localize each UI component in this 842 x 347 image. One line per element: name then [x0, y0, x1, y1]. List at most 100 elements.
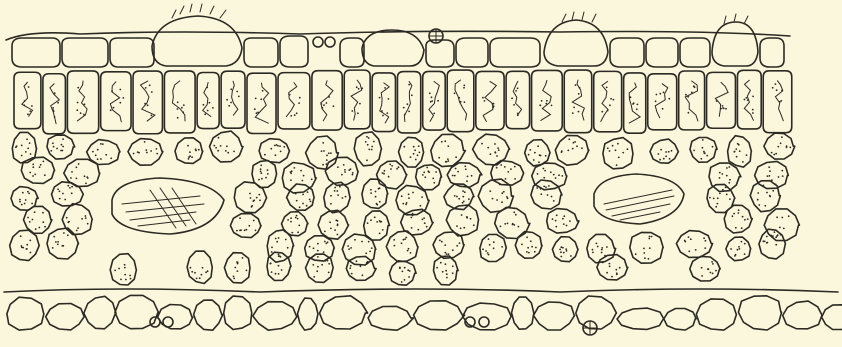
chloroplast-dot [426, 226, 428, 228]
chloroplast-dot [440, 262, 442, 264]
chloroplast-dot [278, 237, 280, 239]
chloroplast-dot [767, 242, 769, 244]
chloroplast-dot [341, 174, 343, 176]
chloroplast-dot [156, 148, 158, 150]
chloroplast-dot [296, 215, 298, 217]
chloroplast-dot [741, 241, 743, 243]
chloroplast-dot [62, 150, 64, 152]
chloroplast-dot [404, 279, 406, 281]
chloroplast-dot [420, 205, 422, 207]
chloroplast-dot [382, 172, 384, 174]
chloroplast-dot [278, 265, 280, 267]
chloroplast-dot [156, 153, 158, 155]
chloroplast-dot [285, 239, 287, 241]
chloroplast-dot [182, 111, 184, 113]
chloroplast-dot [555, 226, 557, 228]
chloroplast-dot [513, 211, 515, 213]
chloroplast-dot [777, 146, 779, 148]
chloroplast-dot [35, 228, 37, 230]
chloroplast-dot [110, 109, 112, 111]
chloroplast-dot [204, 113, 206, 115]
chloroplast-dot [421, 196, 423, 198]
chloroplast-dot [468, 198, 470, 200]
chloroplast-dot [629, 96, 631, 98]
chloroplast-dot [730, 248, 732, 250]
chloroplast-dot [61, 144, 63, 146]
chloroplast-dot [261, 178, 263, 180]
chloroplast-dot [573, 142, 575, 144]
chloroplast-dot [302, 194, 304, 196]
chloroplast-dot [735, 148, 737, 150]
chloroplast-dot [735, 227, 737, 229]
chloroplast-dot [637, 104, 639, 106]
chloroplast-dot [25, 151, 27, 153]
chloroplast-dot [464, 191, 466, 193]
chloroplast-dot [206, 87, 208, 89]
chloroplast-dot [290, 221, 292, 223]
chloroplast-dot [715, 270, 717, 272]
chloroplast-dot [59, 198, 61, 200]
chloroplast-dot [298, 102, 300, 104]
chloroplast-dot [15, 146, 17, 148]
chloroplast-dot [379, 220, 381, 222]
chloroplast-dot [384, 87, 386, 89]
chloroplast-dot [77, 227, 79, 229]
chloroplast-dot [456, 225, 458, 227]
chloroplast-dot [774, 231, 776, 233]
chloroplast-dot [189, 151, 191, 153]
chloroplast-dot [643, 248, 645, 250]
chloroplast-dot [702, 147, 704, 149]
chloroplast-dot [339, 186, 341, 188]
chloroplast-dot [151, 115, 153, 117]
chloroplast-dot [413, 153, 415, 155]
chloroplast-dot [187, 145, 189, 147]
chloroplast-dot [360, 265, 362, 267]
chloroplast-dot [181, 107, 183, 109]
spongy-cell [362, 179, 388, 208]
chloroplast-dot [431, 100, 433, 102]
chloroplast-dot [310, 201, 312, 203]
chloroplast-dot [396, 168, 398, 170]
chloroplast-dot [786, 145, 788, 147]
chloroplast-dot [344, 169, 346, 171]
chloroplast-dot [233, 278, 235, 280]
epidermis-cell-large [712, 22, 758, 66]
chloroplast-dot [42, 212, 44, 214]
chloroplast-dot [84, 103, 86, 105]
chloroplast-dot [563, 223, 565, 225]
chloroplast-dot [417, 154, 419, 156]
chloroplast-dot [738, 246, 740, 248]
spongy-cell [726, 237, 751, 261]
chloroplast-dot [419, 152, 421, 154]
chloroplast-dot [423, 217, 425, 219]
chloroplast-dot [433, 182, 435, 184]
chloroplast-dot [25, 199, 27, 201]
chloroplast-dot [463, 87, 465, 89]
chloroplast-dot [445, 263, 447, 265]
chloroplast-dot [296, 200, 298, 202]
epidermis-cell [62, 38, 108, 67]
chloroplast-dot [412, 192, 414, 194]
chloroplast-dot [29, 240, 31, 242]
epidermis-cell [610, 38, 644, 67]
lower-epidermis-cell [298, 298, 319, 330]
chloroplast-dot [487, 147, 489, 149]
chloroplast-dot [445, 161, 447, 163]
chloroplast-dot [236, 261, 238, 263]
chloroplast-dot [655, 100, 657, 102]
chloroplast-dot [328, 152, 330, 154]
chloroplast-dot [81, 218, 83, 220]
chloroplast-dot [702, 139, 704, 141]
palisade-cell [312, 71, 342, 130]
chloroplast-dot [327, 260, 329, 262]
spongy-cell [324, 182, 351, 213]
chloroplast-dot [326, 102, 328, 104]
chloroplast-dot [517, 87, 519, 89]
chloroplast-dot [19, 201, 21, 203]
lower-epidermis-cell [320, 296, 368, 329]
chloroplast-dot [404, 267, 406, 269]
chloroplast-dot [563, 215, 565, 217]
chloroplast-dot [42, 221, 44, 223]
chloroplast-dot [775, 236, 777, 238]
chloroplast-dot [233, 151, 235, 153]
